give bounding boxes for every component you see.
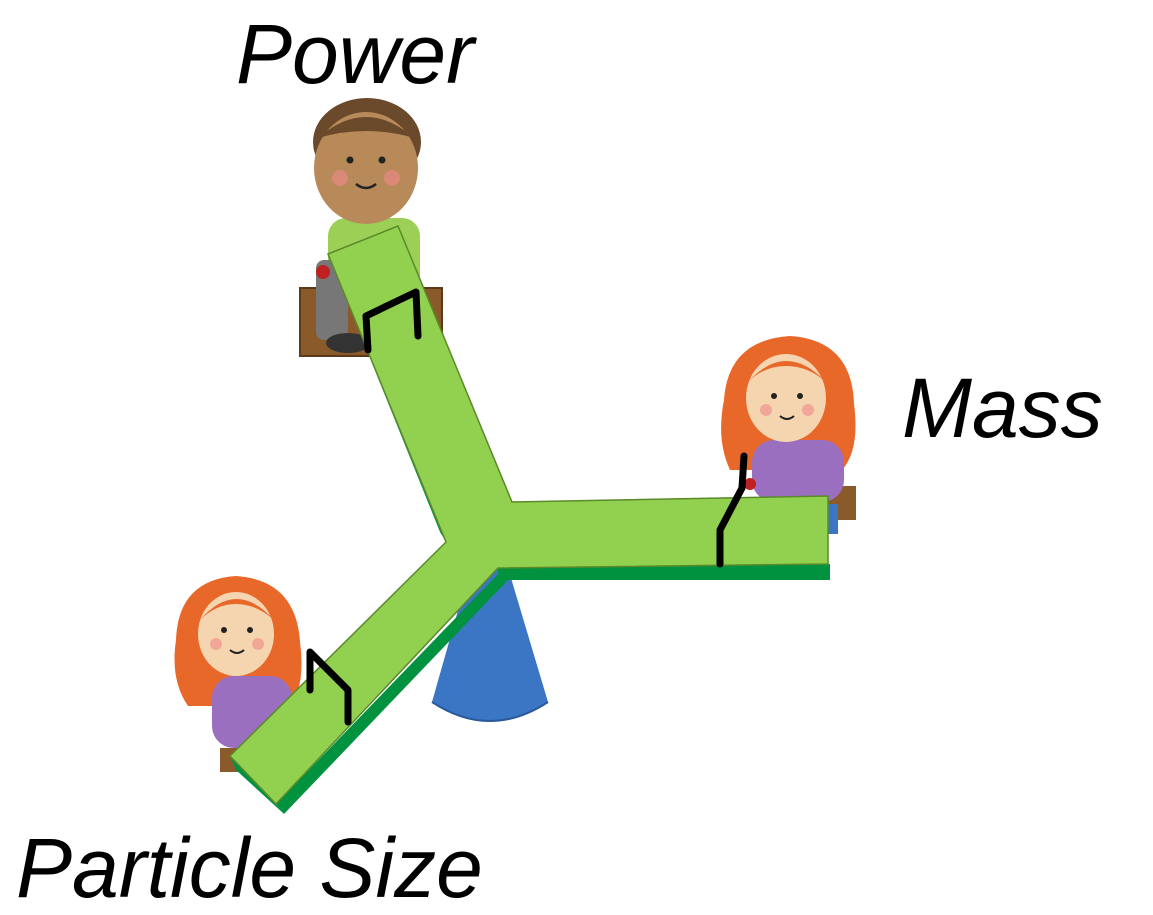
label-particle-size: Particle Size bbox=[16, 821, 483, 915]
girl-face bbox=[198, 592, 274, 676]
girl-shirt bbox=[752, 440, 844, 502]
boy-face bbox=[314, 112, 418, 224]
girl-figure-right bbox=[721, 336, 856, 534]
three-arm-board bbox=[228, 225, 829, 806]
seat-handles bbox=[306, 288, 748, 726]
handle-particle-size bbox=[306, 648, 352, 726]
handle-power bbox=[362, 288, 422, 354]
handle-mass bbox=[716, 452, 748, 568]
label-power: Power bbox=[236, 7, 475, 101]
label-mass: Mass bbox=[902, 361, 1103, 455]
girl-face bbox=[746, 354, 826, 442]
